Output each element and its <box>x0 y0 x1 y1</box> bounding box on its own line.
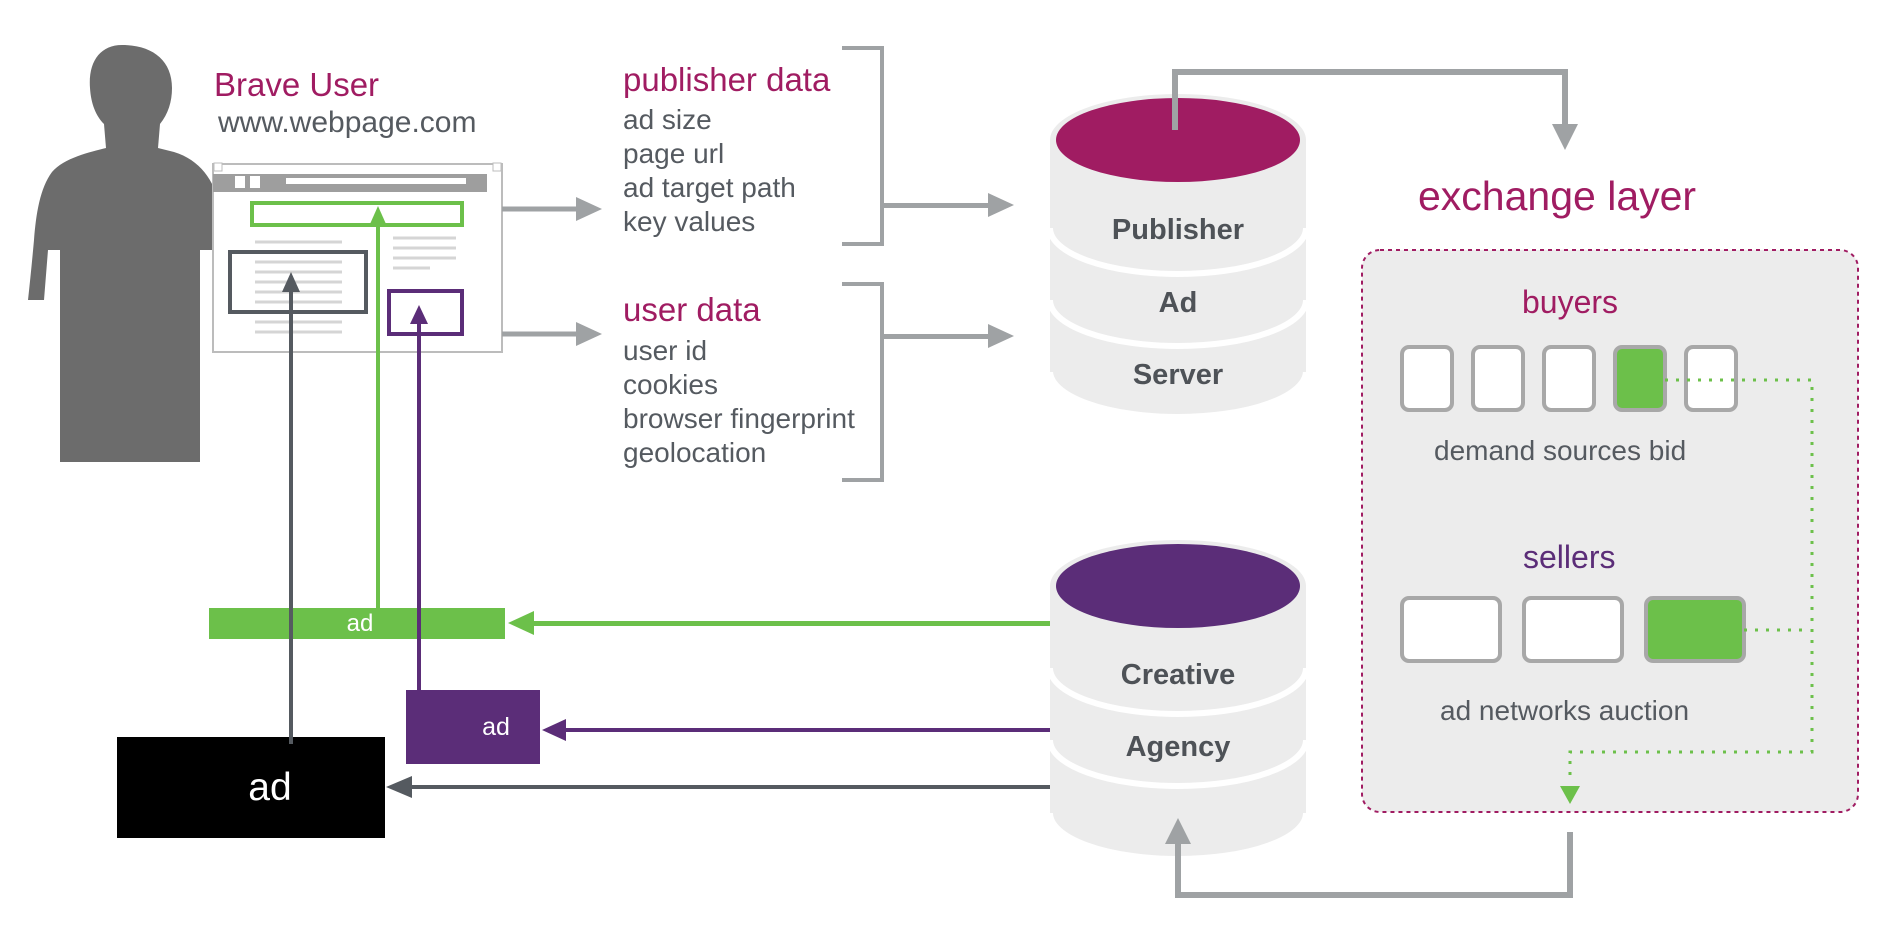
user-data-item: browser fingerprint <box>623 403 855 434</box>
purple-ad-flow <box>406 305 1050 764</box>
exchange-layer-title: exchange layer <box>1418 173 1697 219</box>
green-ad-flow <box>209 206 1050 639</box>
agency-label-agency: Agency <box>1125 731 1231 763</box>
winning-bid-arrowhead <box>1560 786 1580 804</box>
buyers-label: buyers <box>1522 284 1619 320</box>
exchange-to-agency-arrow <box>1165 818 1573 898</box>
data-brackets <box>842 46 884 482</box>
publisher-data-item: page url <box>623 138 725 169</box>
publisher-data-list: ad size page url ad target path key valu… <box>623 103 796 239</box>
exchange-panel <box>1361 249 1859 813</box>
user-data-item: cookies <box>623 369 718 400</box>
user-data-item: user id <box>623 335 708 366</box>
browser-to-data-arrows <box>502 197 602 346</box>
agency-label-creative: Creative <box>1120 659 1236 691</box>
creative-agency-database-icon <box>1047 540 1309 862</box>
data-to-adserver-arrows <box>882 193 1014 348</box>
publisher-ad-server-database-icon <box>1047 94 1309 420</box>
adserver-label-server: Server <box>1132 359 1224 391</box>
user-data-list: user id cookies browser fingerprint geol… <box>623 334 855 470</box>
brave-user-title: Brave User <box>214 66 380 103</box>
publisher-data-item: key values <box>623 206 756 237</box>
green-ad-label: ad <box>346 610 374 637</box>
sellers-caption: ad networks auction <box>1440 695 1690 726</box>
publisher-data-item: ad size <box>623 104 712 135</box>
black-ad-flow <box>117 272 1050 838</box>
black-ad-label: ad <box>248 766 292 809</box>
seller-boxes <box>1400 596 1746 663</box>
adserver-label-publisher: Publisher <box>1111 214 1245 246</box>
adserver-label-ad: Ad <box>1158 287 1198 319</box>
user-data-heading: user data <box>623 291 761 328</box>
buyers-caption: demand sources bid <box>1434 435 1687 466</box>
purple-ad-label: ad <box>482 713 510 741</box>
adserver-to-exchange-arrow <box>1172 69 1578 150</box>
person-silhouette-icon <box>28 45 230 462</box>
webpage-url: www.webpage.com <box>218 106 477 139</box>
user-data-item: geolocation <box>623 437 767 468</box>
sellers-label: sellers <box>1523 539 1616 575</box>
publisher-data-item: ad target path <box>623 172 796 203</box>
winning-bid-path <box>1568 378 1814 782</box>
publisher-data-heading: publisher data <box>623 61 831 98</box>
buyer-boxes <box>1400 345 1738 412</box>
browser-window-icon <box>212 162 503 353</box>
